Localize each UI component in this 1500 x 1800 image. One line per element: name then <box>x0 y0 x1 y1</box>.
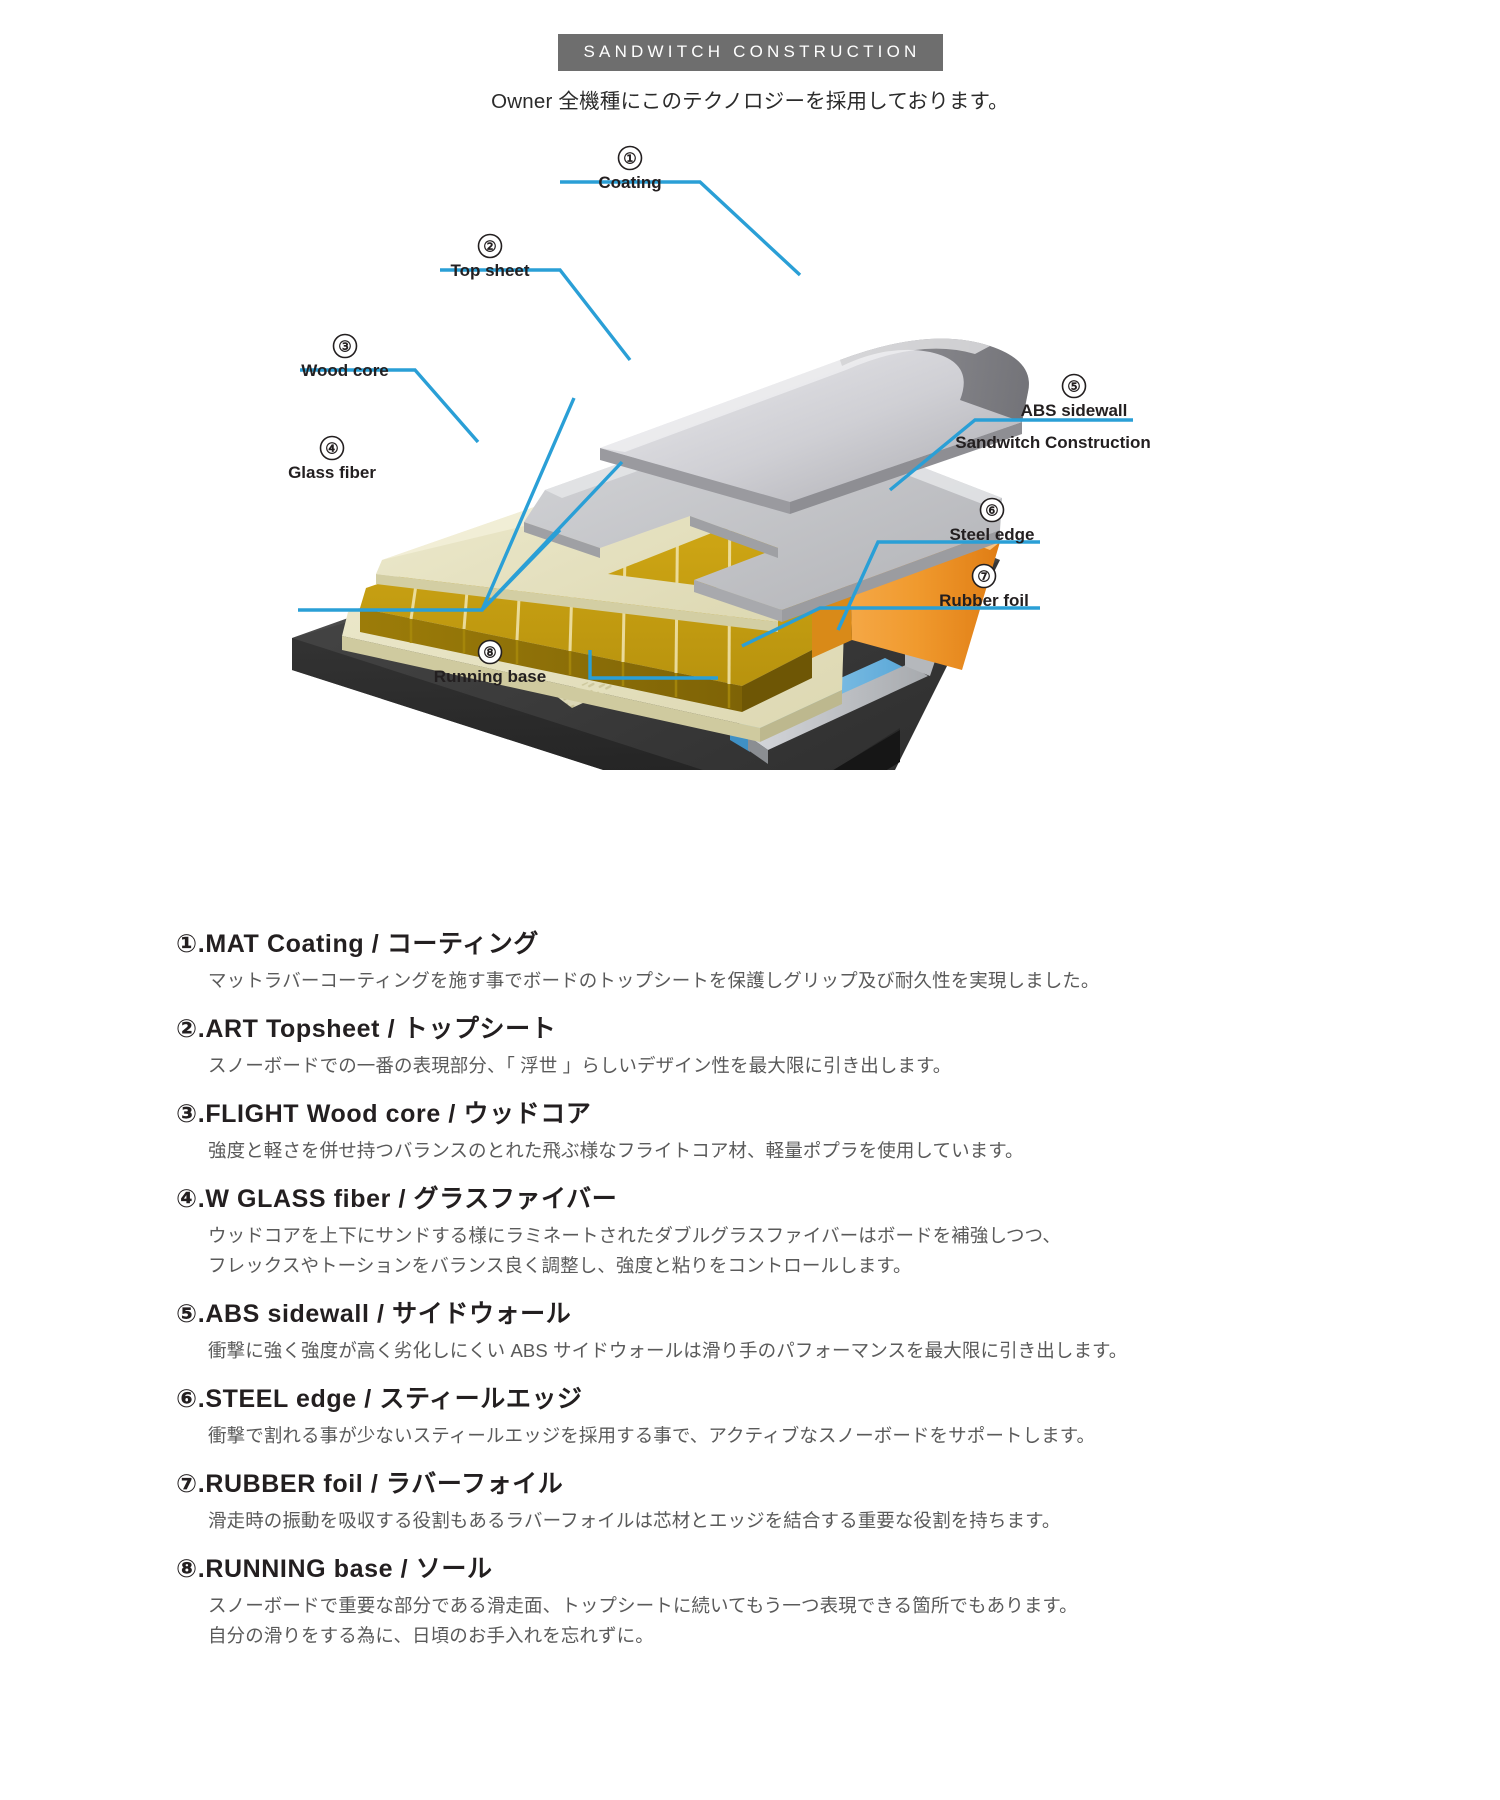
callout-number-2: ② <box>483 239 496 256</box>
feature-heading-1: ①.MAT Coating / コーティング <box>176 930 539 958</box>
feature-body-6: 衝撃で割れる事が少ないスティールエッジを採用する事で、アクティブなスノーボードを… <box>208 1421 1356 1451</box>
feature-body-line: 自分の滑りをする為に、日頃のお手入れを忘れずに。 <box>208 1624 654 1646</box>
feature-body-5: 衝撃に強く強度が高く劣化しにくい ABS サイドウォールは滑り手のパフォーマンス… <box>208 1336 1356 1366</box>
feature-body-line: 衝撃で割れる事が少ないスティールエッジを採用する事で、アクティブなスノーボードを… <box>208 1424 1096 1446</box>
feature-heading-7: ⑦.RUBBER foil / ラバーフォイル <box>176 1469 564 1498</box>
feature-body-line: 強度と軽さを併せ持つバランスのとれた飛ぶ様なフライトコア材、軽量ポプラを使用して… <box>208 1139 1024 1161</box>
feature-body-4: ウッドコアを上下にサンドする様にラミネートされたダブルグラスファイバーはボードを… <box>208 1221 1356 1281</box>
callout-glass-fiber: ④ Glass fiber <box>288 435 376 482</box>
feature-heading-4: ④.W GLASS fiber / グラスファイバー <box>176 1184 618 1213</box>
callout-rubber-foil: ⑦ Rubber foil <box>939 563 1029 610</box>
callout-number-5: ⑤ <box>1067 379 1080 396</box>
list-item: ②.ART Topsheet / トップシート スノーボードでの一番の表現部分、… <box>176 1013 1356 1081</box>
feature-body-1: マットラバーコーティングを施す事でボードのトップシートを保護しグリップ及び耐久性… <box>208 966 1356 996</box>
feature-heading-3: ③.FLIGHT Wood core / ウッドコア <box>176 1099 592 1128</box>
callout-label-rubber-foil: Rubber foil <box>939 591 1029 610</box>
list-item: ⑦.RUBBER foil / ラバーフォイル 滑走時の振動を吸収する役割もある… <box>176 1468 1356 1536</box>
callout-label-wood-core: Wood core <box>301 361 389 380</box>
feature-heading-6: ⑥.STEEL edge / スティールエッジ <box>176 1384 583 1413</box>
callout-coating: ① Coating <box>598 145 662 192</box>
page-subtitle: Owner 全機種にこのテクノロジーを採用しております。 <box>491 90 1009 113</box>
callout-label-top-sheet: Top sheet <box>450 261 529 280</box>
callout-number-3: ③ <box>338 339 351 356</box>
callout-sublabel-sandwitch-construction: Sandwitch Construction <box>955 433 1151 452</box>
layer-coating <box>600 338 1029 514</box>
feature-body-line: 衝撃に強く強度が高く劣化しにくい ABS サイドウォールは滑り手のパフォーマンス… <box>208 1339 1128 1361</box>
list-item: ④.W GLASS fiber / グラスファイバー ウッドコアを上下にサンドす… <box>176 1183 1356 1281</box>
callout-label-abs-sidewall: ABS sidewall <box>1021 401 1128 420</box>
feature-body-line: スノーボードでの一番の表現部分、「 浮世 」らしいデザイン性を最大限に引き出しま… <box>208 1054 952 1076</box>
callout-label-running-base: Running base <box>434 667 546 686</box>
feature-body-line: マットラバーコーティングを施す事でボードのトップシートを保護しグリップ及び耐久性… <box>208 970 1100 991</box>
callout-number-8: ⑧ <box>483 645 496 662</box>
feature-body-3: 強度と軽さを併せ持つバランスのとれた飛ぶ様なフライトコア材、軽量ポプラを使用して… <box>208 1136 1356 1166</box>
callout-wood-core: ③ Wood core <box>301 333 389 380</box>
callout-steel-edge: ⑥ Steel edge <box>949 497 1035 544</box>
callout-label-glass-fiber: Glass fiber <box>288 463 376 482</box>
callout-number-7: ⑦ <box>977 569 990 586</box>
feature-body-7: 滑走時の振動を吸収する役割もあるラバーフォイルは芯材とエッジを結合する重要な役割… <box>208 1506 1356 1536</box>
feature-body-line: スノーボードで重要な部分である滑走面、トップシートに続いてもう一つ表現できる箇所… <box>208 1594 1078 1616</box>
callout-number-1: ① <box>623 151 636 168</box>
wood-core-front-lines <box>409 619 731 708</box>
callout-running-base: ⑧ Running base <box>434 639 546 686</box>
feature-heading-2: ②.ART Topsheet / トップシート <box>176 1014 557 1043</box>
callout-number-4: ④ <box>325 441 338 458</box>
callout-abs-sidewall: ⑤ ABS sidewall Sandwitch Construction <box>955 373 1151 452</box>
feature-body-8: スノーボードで重要な部分である滑走面、トップシートに続いてもう一つ表現できる箇所… <box>208 1591 1356 1651</box>
feature-body-line: ウッドコアを上下にサンドする様にラミネートされたダブルグラスファイバーはボードを… <box>208 1224 1062 1246</box>
list-item: ⑧.RUNNING base / ソール スノーボードで重要な部分である滑走面、… <box>176 1553 1356 1651</box>
list-item: ⑤.ABS sidewall / サイドウォール 衝撃に強く強度が高く劣化しにく… <box>176 1298 1356 1366</box>
feature-heading-8: ⑧.RUNNING base / ソール <box>176 1554 493 1583</box>
feature-body-line: 滑走時の振動を吸収する役割もあるラバーフォイルは芯材とエッジを結合する重要な役割… <box>208 1509 1061 1531</box>
feature-body-line: フレックスやトーションをバランス良く調整し、強度と粘りをコントロールします。 <box>208 1254 912 1276</box>
list-item: ⑥.STEEL edge / スティールエッジ 衝撃で割れる事が少ないスティール… <box>176 1383 1356 1451</box>
sandwich-construction-diagram: ① Coating ② Top sheet ③ Wood core ④ Glas… <box>0 130 1500 770</box>
list-item: ①.MAT Coating / コーティング マットラバーコーティングを施す事で… <box>176 928 1356 996</box>
feature-heading-5: ⑤.ABS sidewall / サイドウォール <box>176 1299 572 1328</box>
leader-lines <box>298 180 1133 680</box>
callout-top-sheet: ② Top sheet <box>450 233 530 280</box>
list-item: ③.FLIGHT Wood core / ウッドコア 強度と軽さを併せ持つバラン… <box>176 1098 1356 1166</box>
section-title-band: SANDWITCH CONSTRUCTION <box>0 34 1500 71</box>
section-title: SANDWITCH CONSTRUCTION <box>557 34 943 71</box>
callout-label-coating: Coating <box>598 173 661 192</box>
feature-list: ①.MAT Coating / コーティング マットラバーコーティングを施す事で… <box>176 928 1356 1668</box>
callout-label-steel-edge: Steel edge <box>949 525 1034 544</box>
feature-body-2: スノーボードでの一番の表現部分、「 浮世 」らしいデザイン性を最大限に引き出しま… <box>208 1051 1356 1081</box>
callout-number-6: ⑥ <box>985 503 998 520</box>
